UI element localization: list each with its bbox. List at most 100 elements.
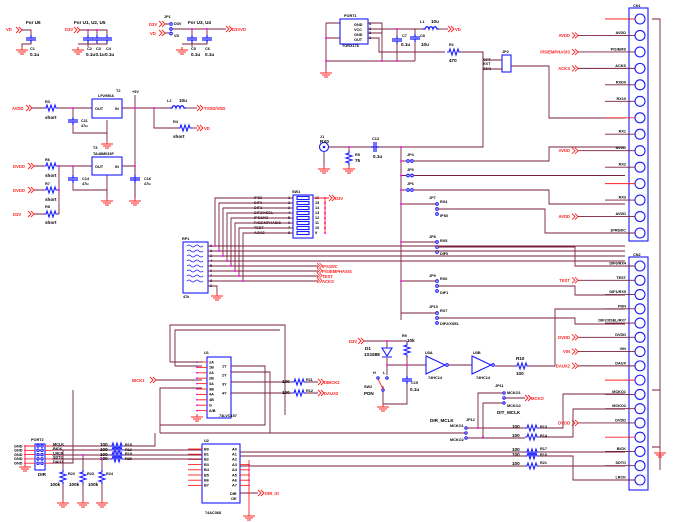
net-d3vvd: D3VVD bbox=[232, 27, 246, 32]
dip-switch-toggle[interactable] bbox=[296, 230, 310, 236]
junction bbox=[400, 189, 402, 191]
connector-cn1: CN1 AVDDAVDDP/S/EMSP/S/EMPHASISACKSACKSR… bbox=[540, 4, 649, 242]
connector-pin[interactable] bbox=[634, 346, 646, 358]
u2-pin-label: B3 bbox=[204, 463, 209, 467]
dip-switch-toggle[interactable] bbox=[296, 225, 310, 231]
connector-pin[interactable] bbox=[634, 388, 646, 400]
connector-pin[interactable] bbox=[634, 445, 646, 458]
connector-pin[interactable] bbox=[634, 260, 646, 272]
jumper-jp11[interactable] bbox=[502, 391, 506, 405]
t2-in: IN bbox=[115, 107, 119, 111]
connector-pin[interactable] bbox=[634, 417, 646, 429]
connector-pin[interactable] bbox=[634, 303, 646, 315]
optical-receiver-port1 bbox=[339, 18, 369, 45]
connector-pin[interactable] bbox=[634, 46, 646, 58]
connector-pin[interactable] bbox=[634, 403, 646, 415]
resistor-r8 bbox=[43, 210, 59, 218]
junction bbox=[226, 260, 228, 262]
u2-pin-label: B4 bbox=[204, 468, 210, 472]
jumper-jp1[interactable] bbox=[169, 22, 173, 36]
sw2-name: PDN bbox=[364, 391, 374, 396]
ground-icon bbox=[128, 197, 142, 206]
connector-pin[interactable] bbox=[634, 13, 646, 25]
t2-out: OUT bbox=[95, 107, 104, 111]
connector-pin[interactable] bbox=[634, 79, 646, 91]
dip-switch-toggle[interactable] bbox=[296, 210, 310, 216]
jumper-jp5[interactable] bbox=[406, 173, 414, 178]
junction bbox=[218, 250, 220, 252]
jp7-rx4: RX4 bbox=[440, 200, 448, 204]
resistor-r10 bbox=[514, 362, 530, 370]
resistor-r1 bbox=[446, 48, 462, 56]
jumper-jp12[interactable] bbox=[464, 426, 468, 440]
connector-pin[interactable] bbox=[634, 210, 646, 223]
connector-pin[interactable] bbox=[634, 128, 646, 140]
resistor-r14 bbox=[524, 433, 540, 441]
connector-pin[interactable] bbox=[634, 227, 646, 239]
dip-switch-toggle[interactable] bbox=[296, 215, 310, 221]
connector-pin[interactable] bbox=[634, 431, 646, 443]
net-vd: VD bbox=[204, 126, 210, 131]
ground-icon bbox=[76, 499, 90, 508]
net-arrow-icon bbox=[158, 20, 166, 28]
sw1-pin-num: 15 bbox=[315, 201, 319, 205]
dip-switch-toggle[interactable] bbox=[296, 195, 310, 201]
connector-pin[interactable] bbox=[634, 95, 646, 107]
r17-ref: R17 bbox=[540, 447, 547, 451]
connector-pin[interactable] bbox=[634, 288, 646, 301]
coax-connector-j1[interactable] bbox=[318, 141, 330, 153]
jumper-jp7[interactable] bbox=[435, 202, 439, 216]
ground-icon bbox=[210, 292, 224, 301]
jumper-jp10[interactable] bbox=[435, 311, 439, 325]
net-label: TEST bbox=[559, 278, 570, 283]
resistor-r13 bbox=[524, 424, 540, 432]
j1-ref: J1 bbox=[320, 135, 324, 139]
port2-signal: BICK bbox=[53, 447, 63, 451]
connector-pin[interactable] bbox=[634, 374, 646, 386]
connector-pin[interactable] bbox=[634, 331, 646, 343]
capacitor-c2 bbox=[82, 34, 94, 44]
jp11-ref: JP11 bbox=[495, 384, 504, 388]
switch-sw2[interactable] bbox=[376, 376, 389, 392]
connector-pin[interactable] bbox=[634, 460, 646, 472]
dip-switch-toggle[interactable] bbox=[296, 205, 310, 211]
net-arrow-icon bbox=[257, 489, 265, 497]
net-arrow-icon bbox=[357, 337, 365, 345]
u1-pin-label: 4B bbox=[209, 398, 214, 402]
c16-ref: C16 bbox=[144, 177, 151, 181]
header-port2[interactable] bbox=[34, 443, 46, 471]
junction bbox=[87, 29, 89, 31]
jumper-jp9[interactable] bbox=[435, 279, 439, 293]
c8-ref: C8 bbox=[420, 34, 425, 38]
mclk-select-section: JP11 MCKO1 MCKO2 MCKO DIT_MCLK DIR_MCLK … bbox=[160, 384, 625, 481]
jumper-jp4[interactable] bbox=[406, 159, 414, 163]
jumper-jp6[interactable] bbox=[406, 188, 414, 192]
r24-ref: R24 bbox=[106, 472, 114, 476]
dip-switch-toggle[interactable] bbox=[296, 200, 310, 206]
connector-pin[interactable] bbox=[634, 317, 646, 329]
connector-pin[interactable] bbox=[634, 62, 646, 74]
sw1-pin-num: 10 bbox=[315, 226, 319, 230]
connector-pin[interactable] bbox=[634, 274, 646, 286]
note-u125: For U1, U2, U5 bbox=[74, 20, 106, 25]
connector-pin[interactable] bbox=[634, 161, 646, 173]
net-plus5v: +5V bbox=[132, 90, 139, 94]
jp1-ref: JP1 bbox=[164, 15, 171, 19]
jumper-jp2[interactable] bbox=[501, 54, 512, 73]
connector-pin[interactable] bbox=[634, 178, 646, 190]
connector-pin[interactable] bbox=[634, 194, 646, 206]
ground-icon bbox=[100, 197, 114, 206]
connector-pin[interactable] bbox=[634, 474, 646, 486]
net-test: TEST bbox=[322, 274, 333, 279]
connector-pin[interactable] bbox=[634, 145, 646, 157]
dip-switch-toggle[interactable] bbox=[296, 220, 310, 226]
connector-pin[interactable] bbox=[634, 112, 646, 124]
connector-pin[interactable] bbox=[634, 29, 646, 42]
connector-pin-label: P/S/EMS bbox=[611, 47, 627, 51]
diode-d1 bbox=[381, 347, 393, 358]
dip-switch-sw1[interactable] bbox=[292, 194, 314, 239]
ground-icon bbox=[190, 413, 204, 422]
c5-ref: C5 bbox=[191, 47, 196, 51]
connector-pin[interactable] bbox=[634, 360, 646, 372]
